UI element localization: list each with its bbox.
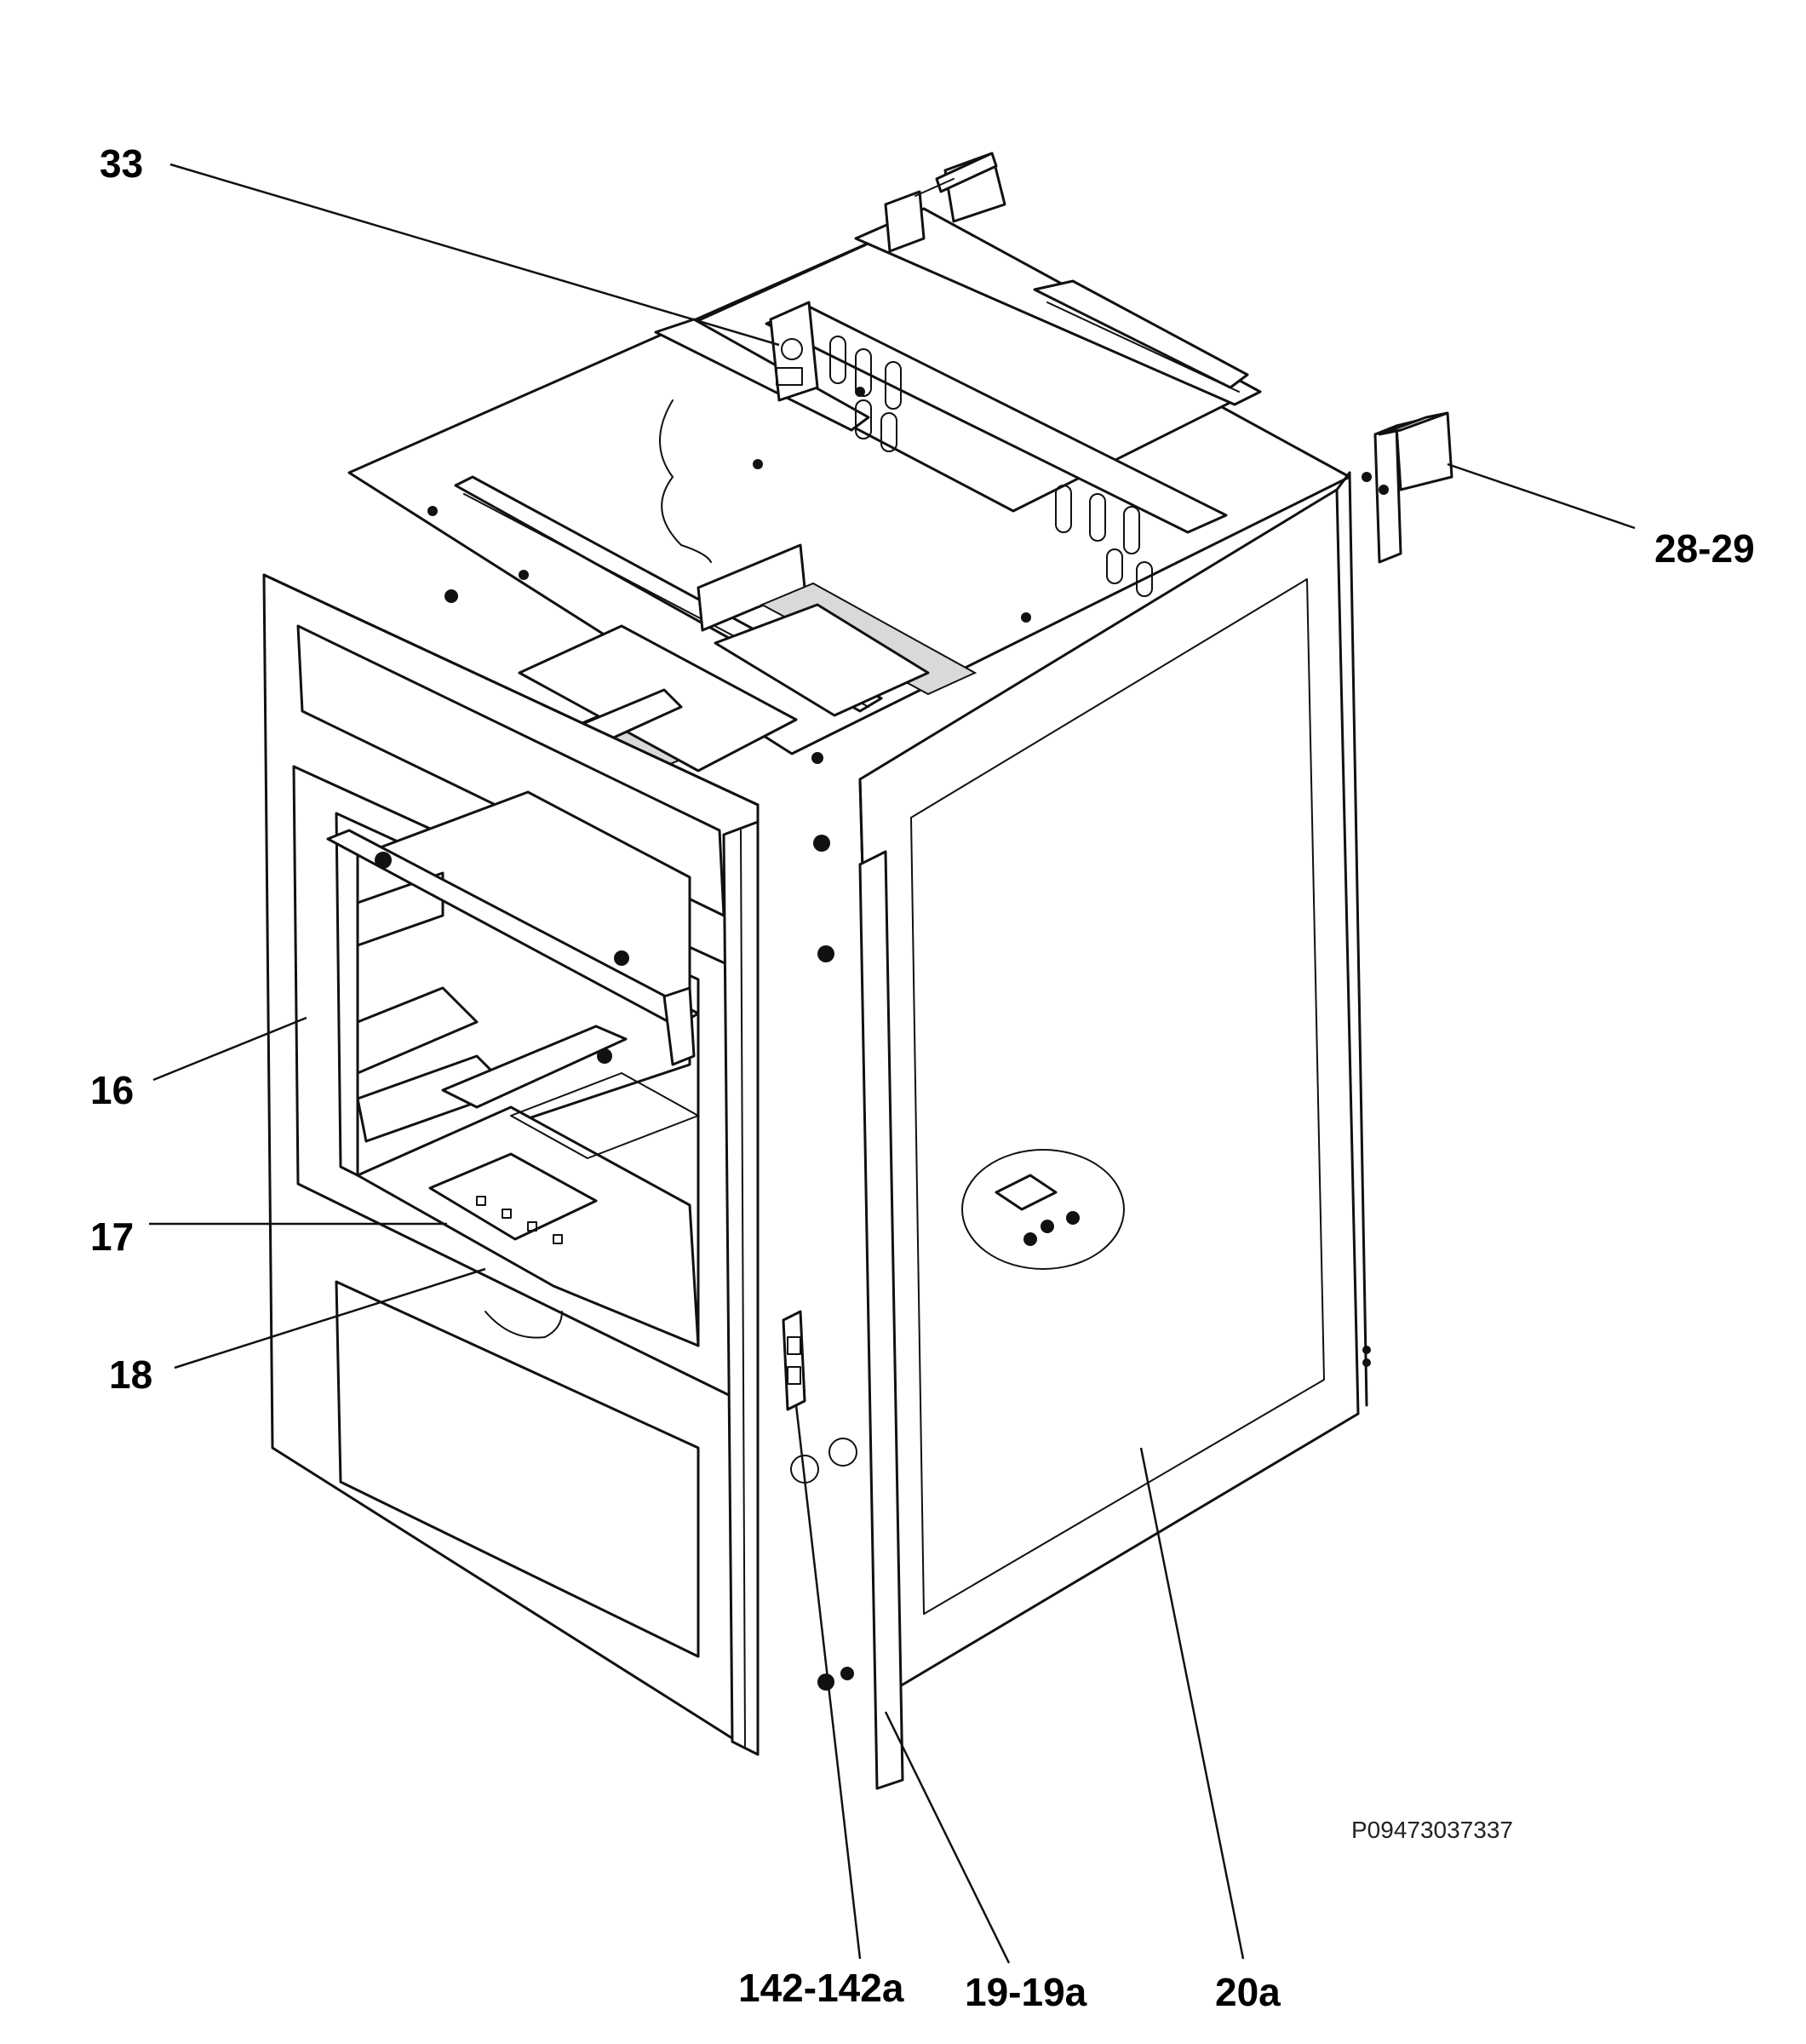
leader-142-142a (794, 1404, 862, 1960)
callout-18: 18 (109, 1352, 152, 1397)
leader-28-29 (1447, 462, 1636, 530)
screws (375, 387, 1371, 1367)
callout-19-19a: 19-19a (965, 1970, 1087, 2014)
cutaway-line (659, 399, 712, 563)
callout-labels: 33 28-29 16 17 18 142-142a 19-19a 20a (90, 141, 1755, 2014)
vent-bump (484, 1311, 563, 1339)
callout-17: 17 (90, 1214, 134, 1259)
callout-28-29: 28-29 (1654, 526, 1755, 571)
leader-lines (149, 163, 1636, 1964)
side-trim-strip (858, 850, 904, 1790)
hinge (782, 1310, 857, 1691)
callout-20a: 20a (1215, 1970, 1281, 2014)
drawing-code: P09473037337 (1351, 1817, 1513, 1843)
callout-16: 16 (90, 1068, 134, 1112)
leader-20a (1139, 1447, 1245, 1960)
part-33-bracket (769, 301, 819, 402)
callout-33: 33 (100, 141, 143, 186)
leader-16 (152, 1016, 307, 1082)
part-28-29-bracket (1362, 411, 1453, 564)
inner-cavity (326, 790, 700, 1347)
leader-18 (174, 1267, 486, 1369)
rear-top-bracket (884, 152, 1006, 253)
leader-33 (169, 163, 780, 347)
leader-19-19a (884, 1711, 1011, 1964)
callout-142-142a: 142-142a (738, 1966, 904, 2010)
